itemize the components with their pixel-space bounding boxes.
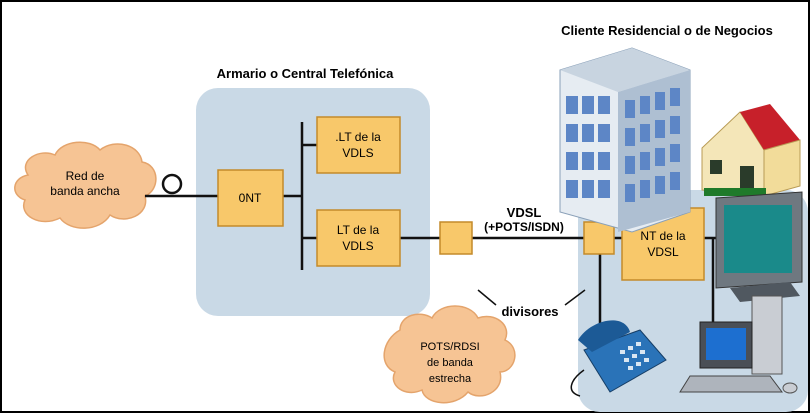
lt-top-line2: VDLS: [342, 146, 373, 160]
cloud-left-line1: Red de: [66, 169, 105, 183]
divisores-label: divisores: [501, 304, 558, 319]
lt-bottom-line2: VDLS: [342, 239, 373, 253]
cloud-bottom-line3: estrecha: [429, 373, 472, 385]
house-icon: [701, 104, 801, 197]
computer-icon: [679, 295, 798, 394]
lt-bottom-line1: LT de la: [337, 223, 380, 237]
nt-line1: NT de la: [640, 229, 685, 243]
fiber-loop: [161, 173, 183, 195]
narrowband-cloud: POTS/RDSI de banda estrecha: [383, 305, 516, 404]
broadband-cloud: Red de banda ancha: [14, 141, 157, 229]
splitter-client: [583, 221, 615, 255]
building-icon: [559, 47, 691, 233]
divisores-callout: divisores: [477, 289, 586, 319]
cloud-bottom-line1: POTS/RDSI: [420, 341, 479, 353]
vdsl-sub-label: (+POTS/ISDN): [484, 220, 564, 234]
vdsl-label: VDSL: [507, 205, 542, 220]
cloud-bottom-line2: de banda: [427, 357, 474, 369]
ont-label: 0NT: [239, 191, 262, 205]
lt-bottom-box: LT de la VDLS: [316, 209, 401, 267]
cloud-left-line2: banda ancha: [50, 184, 120, 198]
central-title: Armario o Central Telefónica: [217, 66, 395, 81]
nt-line2: VDSL: [647, 245, 679, 259]
splitter-central: [439, 221, 473, 255]
monitor-icon: [715, 191, 803, 302]
ont-box: 0NT: [217, 169, 284, 227]
client-title: Cliente Residencial o de Negocios: [561, 23, 773, 38]
lt-top-line1: .LT de la: [335, 130, 381, 144]
telephone-icon: [570, 320, 667, 397]
lt-top-box: .LT de la VDLS: [316, 116, 401, 174]
